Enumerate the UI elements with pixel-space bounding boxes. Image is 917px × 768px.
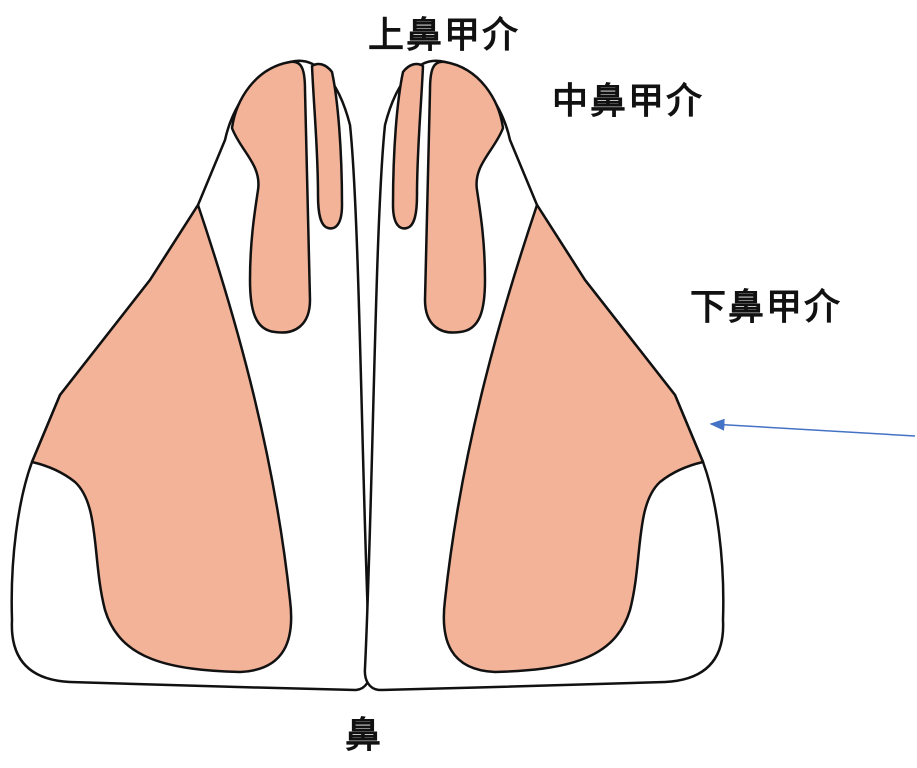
right-inferior-turbinate: [442, 203, 705, 674]
right-superior-turbinate: [391, 62, 425, 230]
middle-turbinate-label: 中鼻甲介: [552, 81, 705, 122]
nose-label: 鼻: [345, 715, 384, 756]
right-middle-turbinate: [423, 60, 505, 334]
left-superior-turbinate: [310, 62, 344, 230]
left-inferior-turbinate: [30, 203, 293, 674]
superior-turbinate-label: 上鼻甲介: [368, 15, 521, 56]
pointer-arrow: [709, 418, 916, 437]
inferior-turbinate-label: 下鼻甲介: [690, 287, 843, 328]
left-middle-turbinate: [230, 60, 312, 334]
